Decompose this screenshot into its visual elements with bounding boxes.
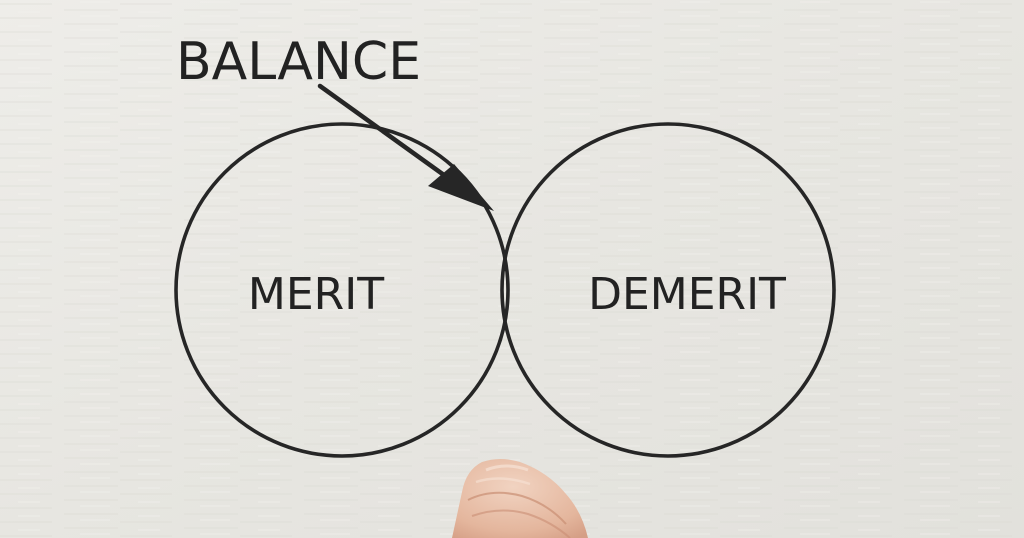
hand-image bbox=[452, 459, 588, 538]
demerit-circle bbox=[500, 122, 836, 458]
merit-label: MERIT bbox=[248, 269, 384, 320]
balance-label: BALANCE bbox=[176, 32, 421, 92]
arrow-icon bbox=[317, 83, 494, 211]
merit-circle bbox=[174, 122, 510, 458]
demerit-label: DEMERIT bbox=[588, 269, 786, 320]
